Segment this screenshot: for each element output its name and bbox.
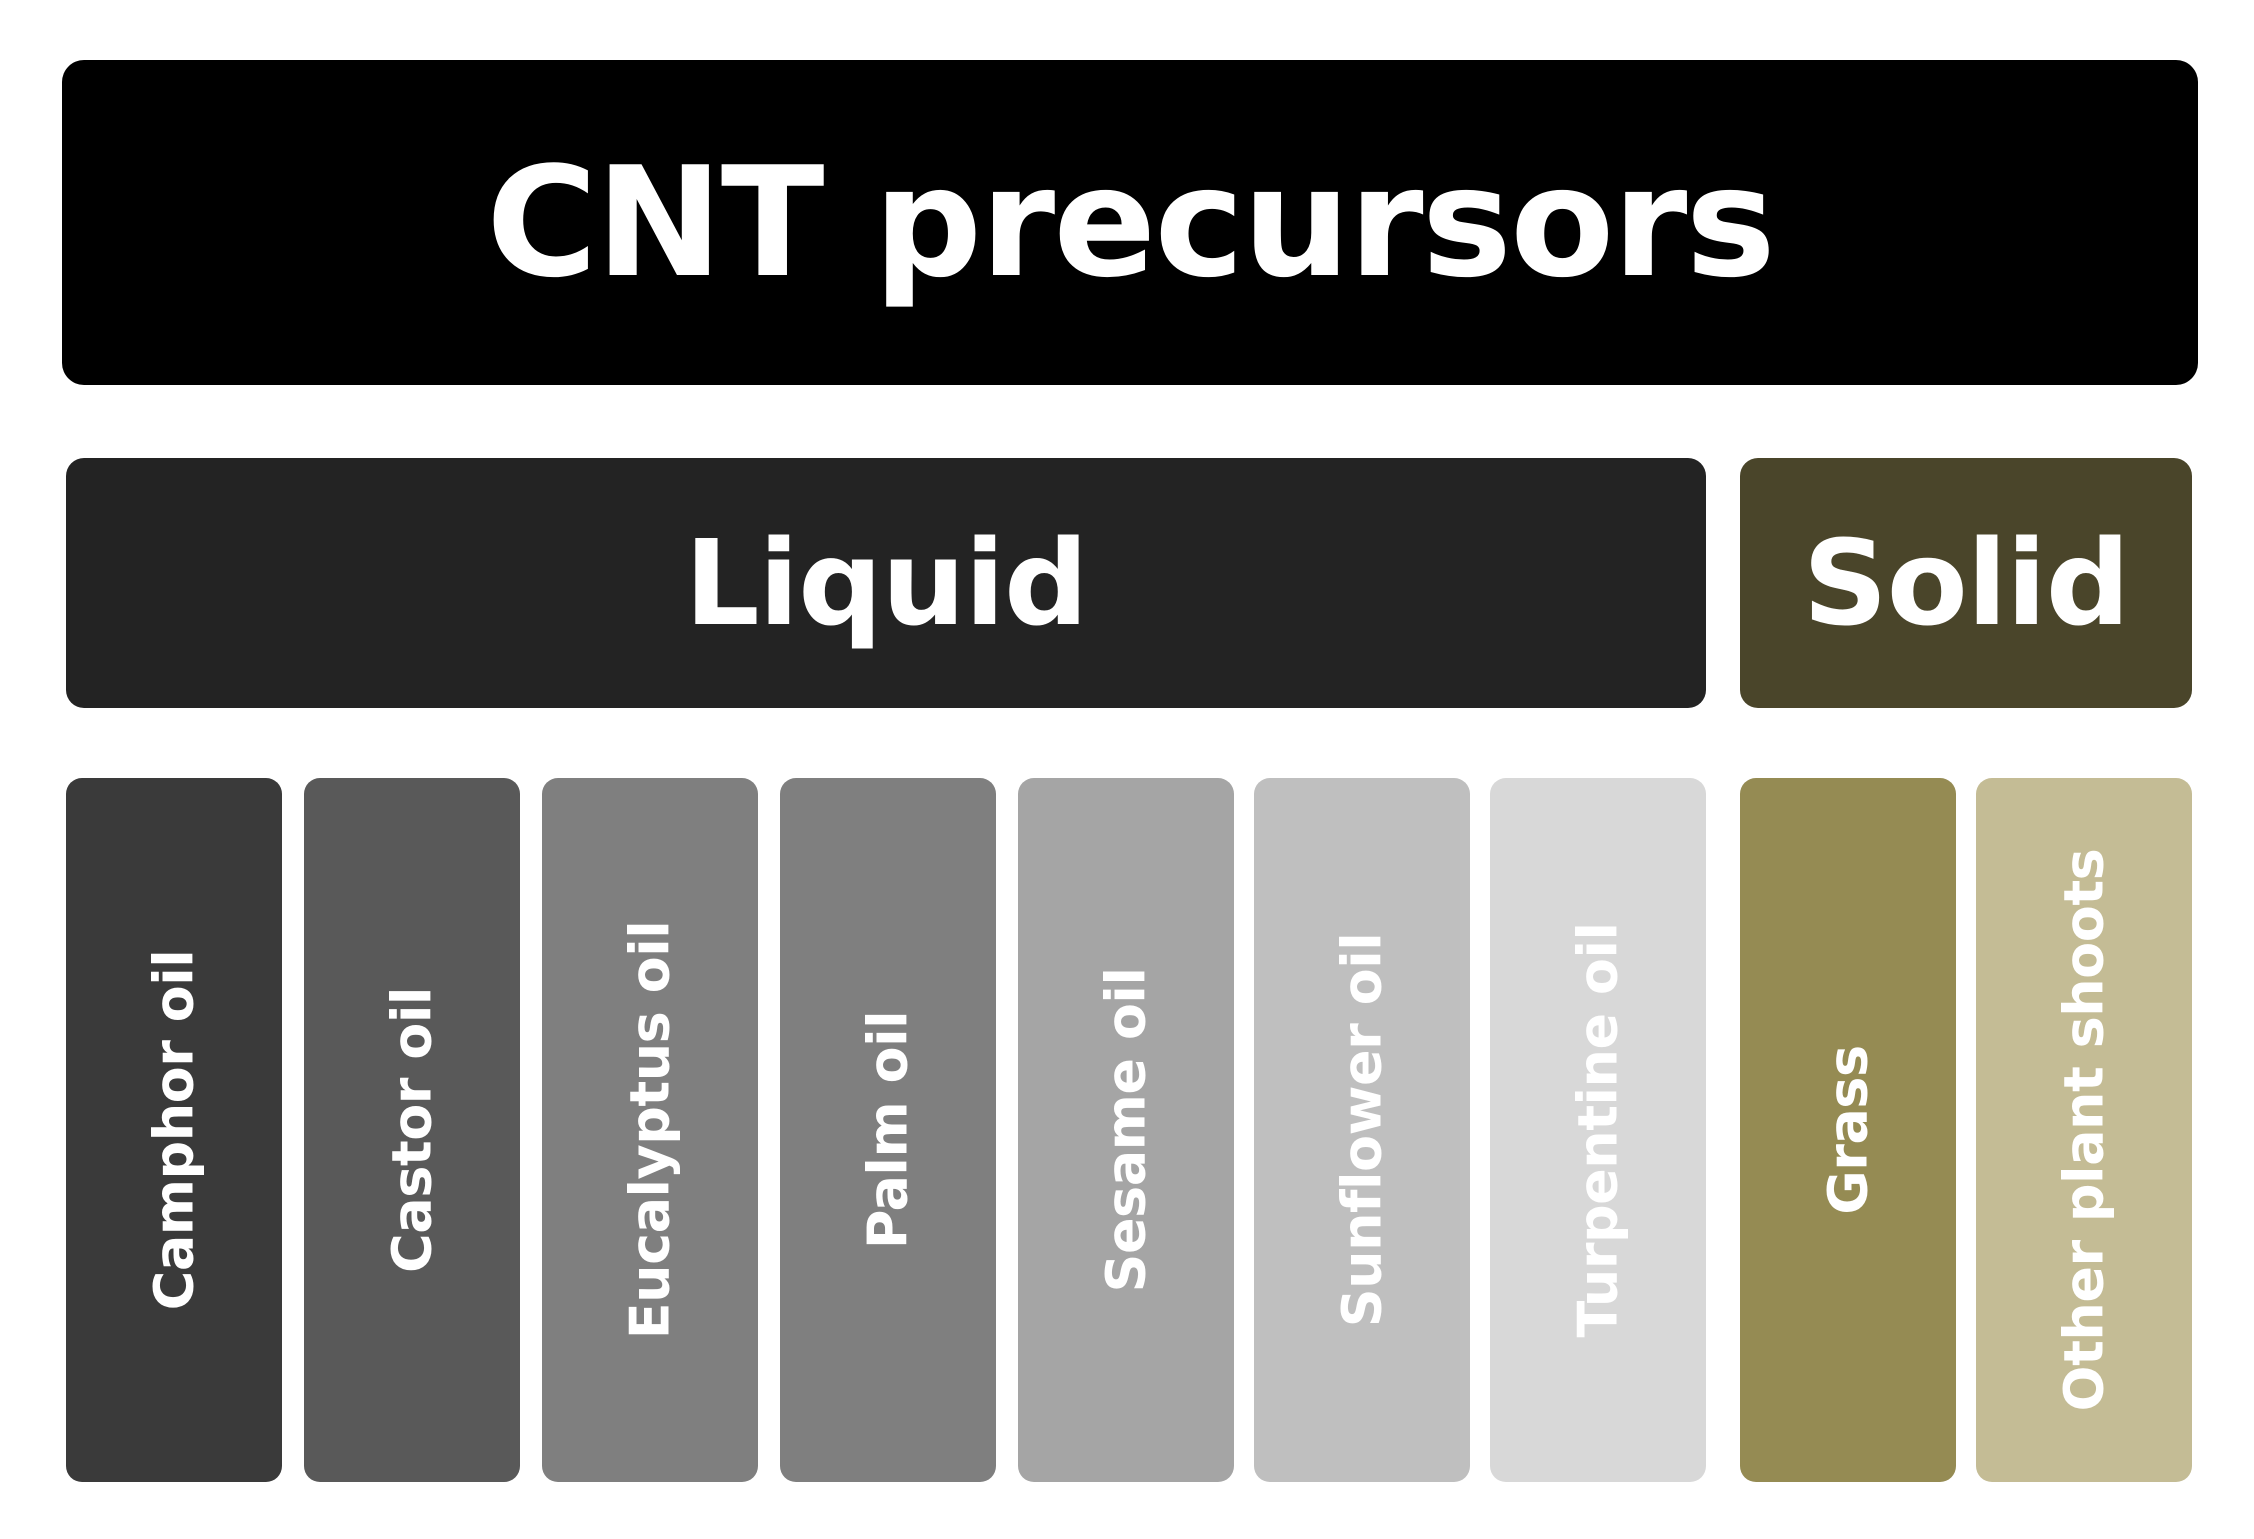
leaf-label: Turpentine oil [1566,922,1630,1338]
root-node-label: CNT precursors [486,134,1776,311]
leaf-node-liquid-0: Camphor oil [66,778,282,1482]
leaf-node-liquid-5: Sunflower oil [1254,778,1470,1482]
leaf-node-liquid-4: Sesame oil [1018,778,1234,1482]
leaf-node-liquid-3: Palm oil [780,778,996,1482]
category-label-liquid: Liquid [684,514,1088,652]
leaf-node-solid-0: Grass [1740,778,1956,1482]
leaf-label: Castor oil [380,987,444,1273]
leaf-label: Camphor oil [142,949,206,1311]
category-label-solid: Solid [1802,514,2130,652]
leaf-label: Grass [1816,1045,1880,1215]
category-node-liquid: Liquid [66,458,1706,708]
leaf-node-liquid-2: Eucalyptus oil [542,778,758,1482]
leaf-label: Other plant shoots [2052,848,2116,1412]
leaf-node-liquid-1: Castor oil [304,778,520,1482]
leaf-node-liquid-6: Turpentine oil [1490,778,1706,1482]
category-node-solid: Solid [1740,458,2192,708]
leaf-label: Palm oil [856,1010,920,1250]
root-node-cnt-precursors: CNT precursors [62,60,2198,385]
leaf-node-solid-1: Other plant shoots [1976,778,2192,1482]
leaf-label: Sunflower oil [1330,932,1394,1328]
leaf-label: Sesame oil [1094,967,1158,1293]
leaf-label: Eucalyptus oil [618,920,682,1340]
